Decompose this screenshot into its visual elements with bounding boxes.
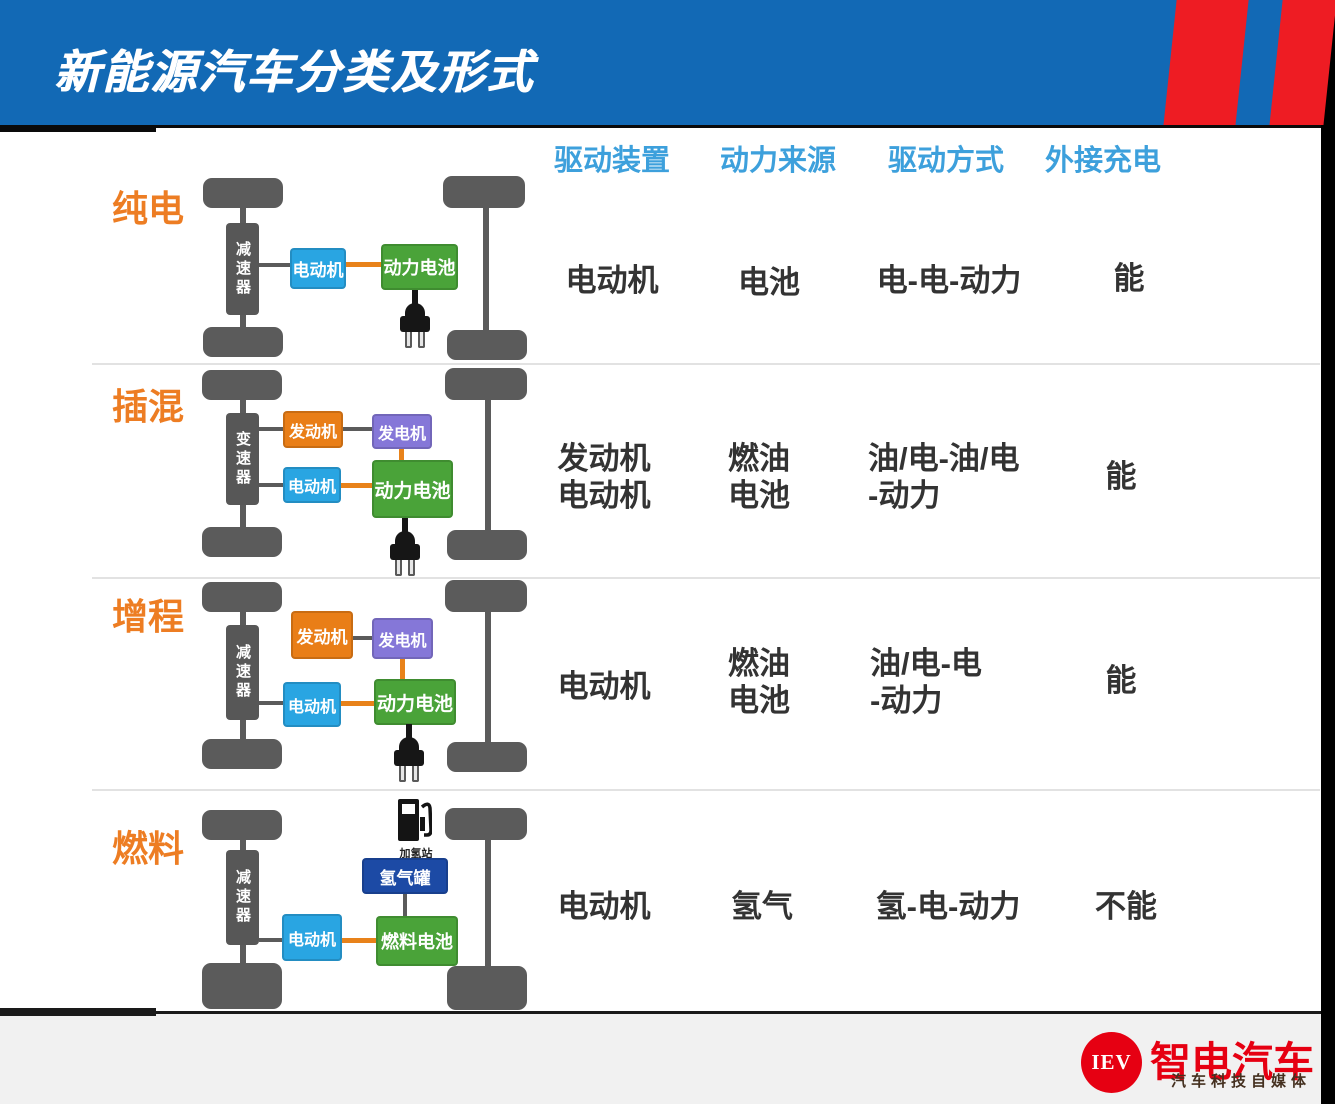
- engine-box: 发动机: [291, 611, 353, 659]
- connector-line: [259, 483, 283, 487]
- axle-line: [483, 205, 489, 333]
- transmission-box: 变速器: [226, 413, 259, 505]
- connector-line: [403, 894, 407, 917]
- cell-drive-device: 电动机: [565, 263, 659, 298]
- footer-divider-accent: [0, 1008, 156, 1016]
- cell-power-source: 氢气: [731, 889, 793, 924]
- column-header-external-charging: 外接充电: [1044, 145, 1162, 177]
- hydrogen-tank-box: 氢气罐: [362, 858, 448, 894]
- connector-line: [399, 449, 404, 462]
- row-label: 插混: [112, 386, 185, 427]
- cell-external-charging: 不能: [1095, 889, 1157, 924]
- station-label: 加氢站: [399, 848, 433, 860]
- cell-drive-mode: 油/电-电-动力: [870, 646, 982, 718]
- reducer-box: 减速器: [226, 850, 259, 945]
- connector-line: [259, 701, 283, 705]
- axle-line: [485, 838, 491, 970]
- reducer-box: 减速器: [226, 223, 259, 315]
- wheel: [203, 178, 283, 208]
- column-header-drive-mode: 驱动方式: [887, 145, 1005, 177]
- cell-external-charging: 能: [1105, 459, 1137, 494]
- motor-box: 电动机: [283, 682, 341, 727]
- logo-tagline: 汽车科技自媒体: [1171, 1074, 1312, 1090]
- wheel: [202, 963, 282, 1009]
- right-edge-bar: [1321, 0, 1335, 1104]
- connector-line: [346, 262, 381, 267]
- row-label: 燃料: [112, 828, 185, 869]
- wheel: [202, 527, 282, 557]
- cell-drive-mode: 油/电-油/电-动力: [868, 441, 1020, 513]
- wheel: [447, 742, 527, 772]
- fuel-cell-box: 燃料电池: [376, 916, 458, 966]
- axle-line: [485, 398, 491, 532]
- reducer-box: 减速器: [226, 625, 259, 720]
- decor-stripe-red-icon: [1162, 0, 1250, 125]
- footer-divider: [0, 1011, 1322, 1014]
- header-divider: [0, 125, 1335, 128]
- wheel: [445, 580, 527, 612]
- wheel: [447, 966, 527, 1010]
- row-separator: [92, 363, 1320, 365]
- hydrogen-station-icon: [396, 797, 433, 848]
- charging-plug-icon: [388, 518, 422, 578]
- connector-line: [259, 263, 290, 267]
- generator-box: 发电机: [372, 618, 433, 659]
- wheel: [202, 582, 282, 612]
- axle-line: [485, 610, 491, 746]
- motor-box: 电动机: [290, 248, 346, 289]
- battery-box: 动力电池: [372, 460, 453, 518]
- wheel: [445, 808, 527, 840]
- logo-name: 智电汽车: [1150, 1039, 1314, 1085]
- header-divider-accent: [0, 124, 156, 132]
- connector-line: [259, 427, 283, 431]
- cell-drive-device: 发动机电动机: [557, 441, 651, 513]
- cell-drive-device: 电动机: [557, 669, 651, 704]
- motor-box: 电动机: [283, 467, 341, 503]
- cell-drive-device: 电动机: [557, 889, 651, 924]
- row-label: 增程: [112, 596, 185, 637]
- header: 新能源汽车分类及形式: [0, 0, 1335, 125]
- cell-drive-mode: 电-电-动力: [876, 263, 1022, 298]
- wheel: [202, 810, 282, 840]
- connector-line: [353, 636, 372, 640]
- connector-line: [259, 938, 282, 942]
- wheel: [443, 176, 525, 208]
- connector-line: [341, 701, 374, 706]
- generator-box: 发电机: [372, 414, 432, 449]
- row-label: 纯电: [112, 188, 185, 229]
- iev-logo-badge: IEV: [1081, 1032, 1142, 1093]
- connector-line: [343, 427, 372, 431]
- wheel: [445, 368, 527, 400]
- cell-power-source: 燃油电池: [728, 441, 790, 513]
- connector-line: [400, 659, 405, 681]
- charging-plug-icon: [398, 290, 432, 350]
- row-separator: [92, 577, 1320, 579]
- column-header-drive-device: 驱动装置: [553, 145, 671, 177]
- connector-line: [341, 483, 372, 488]
- page-title: 新能源汽车分类及形式: [54, 46, 534, 98]
- cell-drive-mode: 氢-电-动力: [875, 889, 1021, 924]
- wheel: [202, 370, 282, 400]
- motor-box: 电动机: [282, 914, 342, 961]
- wheel: [447, 530, 527, 560]
- wheel: [447, 330, 527, 360]
- battery-box: 动力电池: [374, 679, 456, 725]
- cell-external-charging: 能: [1105, 663, 1137, 698]
- engine-box: 发动机: [283, 411, 343, 448]
- wheel: [202, 739, 282, 769]
- battery-box: 动力电池: [381, 244, 458, 290]
- charging-plug-icon: [392, 724, 426, 784]
- row-separator: [92, 789, 1320, 791]
- cell-power-source: 燃油电池: [728, 646, 790, 718]
- column-header-power-source: 动力来源: [719, 145, 837, 177]
- wheel: [203, 327, 283, 357]
- cell-power-source: 电池: [738, 265, 800, 300]
- connector-line: [342, 938, 376, 943]
- cell-external-charging: 能: [1113, 261, 1145, 296]
